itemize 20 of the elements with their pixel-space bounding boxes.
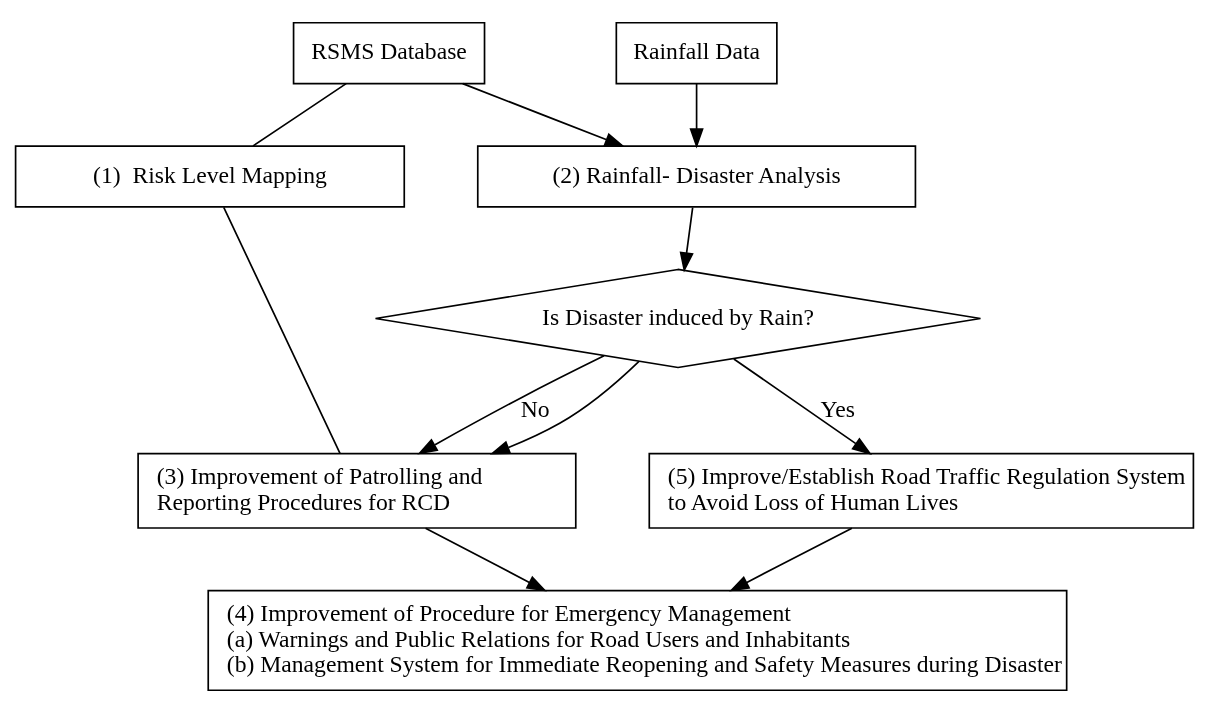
arrow	[689, 83, 704, 149]
arrow	[461, 82, 625, 147]
node-box: (5) Improve/Establish Road Traffic Regulation System to Avoid Loss of Human Lives	[648, 452, 1195, 529]
arrow	[729, 527, 853, 592]
node-box: (4) Improvement of Procedure for Emergency Management (a) Warnings and Public Relations for Road Users and Inhabitants (b) Management System for Immediate Reopening and Safety Measures during Disaster	[207, 589, 1068, 692]
arrow	[679, 206, 694, 273]
node-box: (3) Improvement of Patrolling and Reporting Procedures for RCD	[137, 452, 577, 529]
arrow	[733, 358, 872, 455]
arrow	[489, 360, 640, 455]
connector	[252, 82, 347, 147]
node-box: Rainfall Data	[615, 21, 778, 85]
connector	[222, 206, 341, 455]
node-box: (1) Risk Level Mapping	[14, 145, 406, 208]
edge-label: No	[520, 395, 550, 422]
node-box: RSMS Database	[292, 21, 486, 85]
node-diamond: Is Disaster induced by Rain?	[374, 268, 982, 369]
arrow	[424, 527, 547, 592]
node-box: (2) Rainfall- Disaster Analysis	[476, 145, 917, 208]
arrow	[417, 354, 605, 455]
edge-label: Yes	[820, 395, 855, 422]
